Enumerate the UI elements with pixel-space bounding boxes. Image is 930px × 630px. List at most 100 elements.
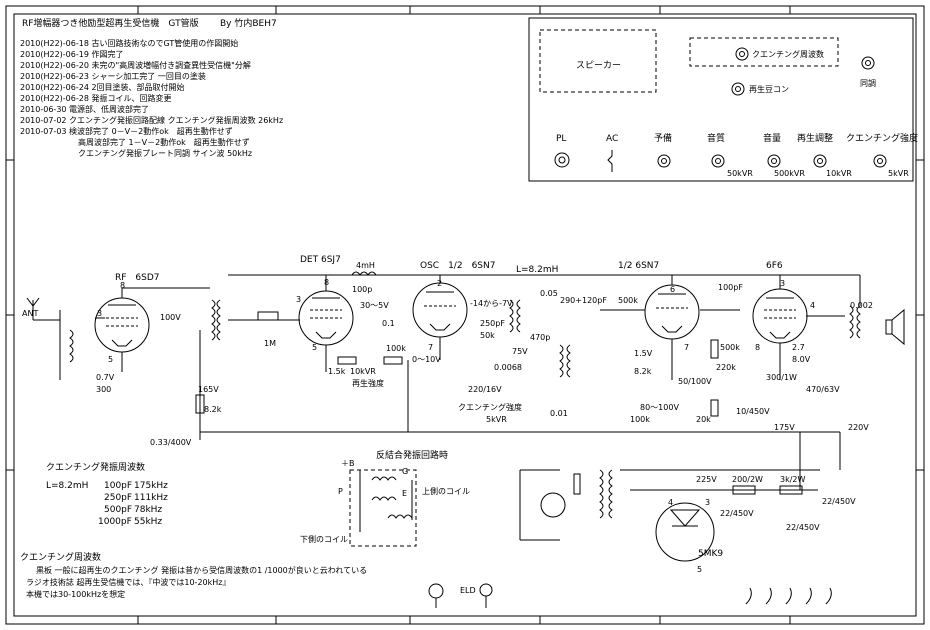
- title-text: RF増幅器つき他励型超再生受信機 GT管版: [22, 17, 199, 29]
- frame-grid-marks: [6, 6, 924, 624]
- cap-label: 0.1: [382, 319, 395, 328]
- vr-label: 5kVR: [486, 415, 507, 424]
- cap-label: 470p: [530, 333, 550, 342]
- fb-p-label: P: [338, 487, 343, 496]
- knob-icon: [731, 82, 745, 96]
- panel-knob-value: 10kVR: [826, 169, 852, 178]
- knob-icon: [813, 154, 827, 168]
- history-line: 2010(H22)-06-23 シャーシ加工完了 一回目の塗装: [20, 71, 206, 81]
- svg-text:5: 5: [697, 565, 702, 574]
- svg-text:3: 3: [97, 309, 102, 318]
- cap-label: 290+120pF: [560, 296, 607, 305]
- resistor-label: 8.2k: [204, 405, 222, 414]
- cap-label: 50/100V: [678, 377, 712, 386]
- panel-knob-label: PL: [556, 134, 566, 144]
- fb-lower-label: 下側のコイル: [300, 534, 348, 544]
- cap-label: 22/450V: [720, 509, 754, 518]
- voltage-label: 175V: [774, 423, 795, 432]
- quench-row-c: 250pF: [104, 493, 132, 503]
- quench-row-c: 1000pF: [98, 517, 132, 527]
- voltage-label: 80～100V: [640, 403, 679, 412]
- knob-icon: [861, 56, 875, 70]
- rf-tube-icon: [94, 297, 150, 353]
- cap-label: 100p: [352, 285, 372, 294]
- panel-knob-label: 音量: [763, 132, 781, 144]
- antenna-icon: [26, 297, 60, 321]
- quench-row-f: 175kHz: [134, 481, 168, 491]
- voltage-label: 2.7: [792, 343, 805, 352]
- cap-label: 220/16V: [468, 385, 502, 394]
- knob-icon: [711, 154, 725, 168]
- resistor-label: 220k: [716, 363, 736, 372]
- regen-condenser-label: 再生豆コン: [749, 84, 789, 94]
- notes-line: 黒板 一般に超再生のクエンチング 発振は昔から受信周波数の1 /1000が良いと…: [36, 565, 367, 575]
- front-panel: スピーカー クエンチング周波数 再生豆コン 同調 PL AC 予備 音質 50k…: [528, 17, 918, 182]
- rf-stage-label: RF 6SD7: [115, 273, 160, 283]
- panel-knob-value: 50kVR: [727, 169, 753, 178]
- svg-text:4: 4: [810, 301, 815, 310]
- resistor-label: 20k: [696, 415, 711, 424]
- voltage-label: 8.0V: [792, 355, 811, 364]
- speaker-label: スピーカー: [576, 60, 621, 71]
- pilot-lamp-icon: [554, 152, 570, 168]
- cap-label: 22/450V: [822, 497, 856, 506]
- feedback-oscillator-inset: 反結合発振回路時 ＋B P G E 上側のコイル 下側のコイル: [300, 449, 470, 547]
- output-stage-label: 6F6: [766, 261, 783, 271]
- svg-text:7: 7: [684, 343, 689, 352]
- cap-label: 22/450V: [786, 523, 820, 532]
- eld-label: ELD: [460, 586, 476, 595]
- resistor-label: 100k: [386, 344, 406, 353]
- det-stage-label: DET 6SJ7: [300, 255, 341, 265]
- panel-knob-label: 再生調整: [797, 132, 833, 144]
- vr-label: 500k: [618, 296, 638, 305]
- voltage-label: 75V: [512, 347, 528, 356]
- fb-upper-label: 上側のコイル: [422, 486, 470, 496]
- svg-text:8: 8: [755, 343, 760, 352]
- fb-b-label: ＋B: [341, 459, 355, 468]
- cap-label: 0.0068: [494, 363, 522, 372]
- svg-text:2: 2: [437, 279, 442, 288]
- ant-label: ANT: [22, 309, 38, 318]
- voltage-label: 165V: [198, 385, 219, 394]
- history-line: 高周波部完了 1－V－2動作ok 超再生動作せず: [78, 137, 250, 147]
- pin-numbers: 8 3 5 8 3 5 2 7 6 7 3 4 8 4 3 5: [97, 278, 815, 574]
- voltage-label: 0.7V: [96, 373, 115, 382]
- resistor-label: 500k: [720, 343, 740, 352]
- voltage-label: 0～10V: [412, 355, 441, 364]
- knob-icon: [767, 154, 781, 168]
- switch-icon: [607, 150, 613, 172]
- resistor-label: 1M: [264, 339, 276, 348]
- panel-knob-value: 500kVR: [774, 169, 805, 178]
- svg-text:6: 6: [670, 285, 675, 294]
- speaker-icon: [885, 308, 905, 346]
- fb-title: 反結合発振回路時: [376, 449, 448, 461]
- resistor-label: 200/2W: [732, 475, 763, 484]
- tube-electrodes: [106, 291, 796, 527]
- resistor-label: 300/1W: [766, 373, 797, 382]
- panel-knob-label: 予備: [654, 132, 672, 144]
- cap-label: 100pF: [718, 283, 743, 292]
- voltage-label: 30～5V: [360, 301, 389, 310]
- output-tube-icon: [752, 288, 808, 344]
- history-line: 2010-07-03 検波部完了 0－V－2動作ok 超再生動作せず: [20, 126, 233, 136]
- panel-knob-label: 音質: [707, 132, 725, 144]
- pilot-lamp-icon: [540, 492, 566, 518]
- svg-text:7: 7: [428, 343, 433, 352]
- resistor-label: 50k: [480, 331, 495, 340]
- quench-freq-label: クエンチング周波数: [752, 49, 824, 59]
- resistor-label: 1.5k: [328, 367, 346, 376]
- quench-freq-box: [689, 37, 839, 67]
- history-line: 2010(H22)-06-20 未完の"高周波増幅付き調査異性受信機"分解: [20, 60, 251, 70]
- quench-strength-label: クエンチング強度: [458, 402, 522, 412]
- svg-text:3: 3: [780, 279, 785, 288]
- regen-strength-label: 再生強度: [352, 378, 384, 388]
- coil-label: L=8.2mH: [516, 265, 558, 275]
- quench-notes: クエンチング周波数 黒板 一般に超再生のクエンチング 発振は昔から受信周波数の1…: [20, 551, 367, 599]
- notes-line: ラジオ技術誌 超再生受信機では、『中波では10-20kHz』: [26, 577, 230, 587]
- history-line: 2010(H22)-06-19 作図完了: [20, 49, 123, 59]
- voltage-label: 100V: [160, 313, 181, 322]
- history-line: 2010(H22)-06-24 2回目塗装、部品取付開始: [20, 82, 185, 92]
- notes-line: 本機では30-100kHzを想定: [26, 589, 125, 599]
- resistor-label: 300: [96, 385, 111, 394]
